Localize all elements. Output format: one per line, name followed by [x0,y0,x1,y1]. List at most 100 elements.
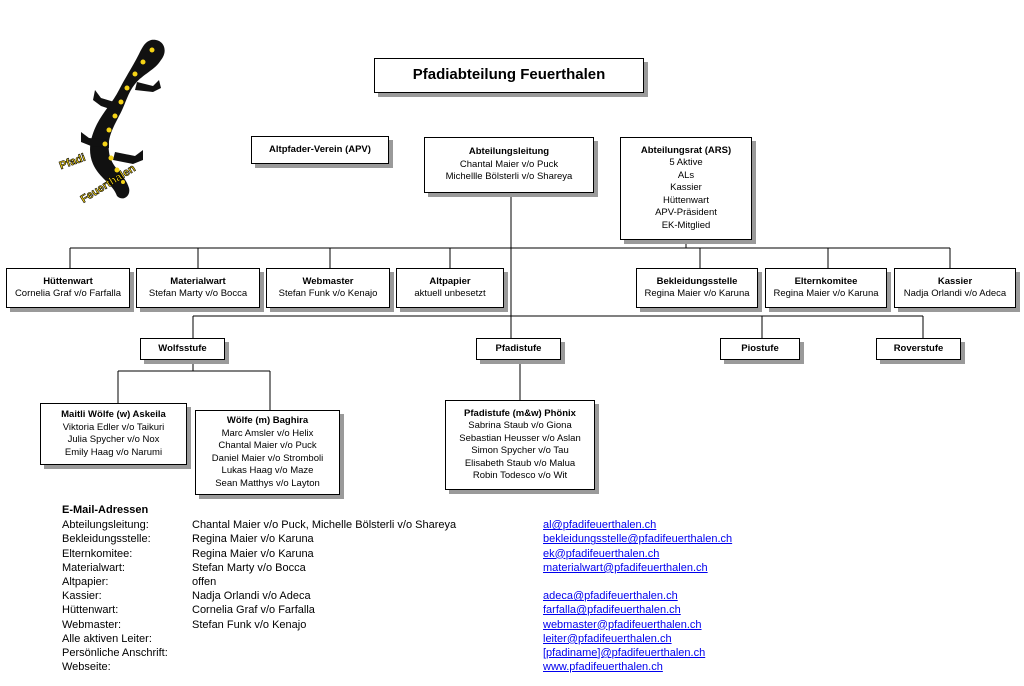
group-member: Daniel Maier v/o Stromboli [211,452,324,464]
email-link[interactable]: al@pfadifeuerthalen.ch [543,519,657,532]
group-member: Robin Todesco v/o Wit [472,470,568,481]
email-row-label: Webseite: [62,661,111,674]
role-webmaster-box: Webmaster Stefan Funk v/o Kenajo [266,268,390,308]
al-title: Abteilungsleitung [468,146,550,158]
group-member: Sabrina Staub v/o Giona [468,420,572,431]
email-row-label: Alle aktiven Leiter: [62,632,152,645]
email-row-person: Chantal Maier v/o Puck, Michelle Bölster… [192,519,457,532]
role-elternkomitee-box: Elternkomitee Regina Maier v/o Karuna [765,268,887,308]
page-title: Pfadiabteilung Feuerthalen [412,66,606,84]
group-member: Sean Matthys v/o Layton [215,477,320,489]
role-title: Hüttenwart [43,275,93,287]
group-member: Elisabeth Staub v/o Malua [464,457,576,469]
email-row: Elternkomitee: Regina Maier v/o Karuna ek@… [62,547,722,561]
ars-line: 5 Aktive [669,157,703,169]
group-member: Simon Spycher v/o Tau [471,445,569,456]
role-person: Regina Maier v/o Karuna [644,288,750,299]
email-row-label: Materialwart: [62,561,125,574]
role-person: Stefan Funk v/o Kenajo [278,288,378,299]
email-row-person: Regina Maier v/o Karuna [192,547,314,560]
email-row: Abteilungsleitung: Chantal Maier v/o Puck… [62,518,722,532]
email-row-label: Elternkomitee: [62,547,133,560]
email-link[interactable]: leiter@pfadifeuerthalen.ch [543,632,672,645]
al-line: Michellle Bölsterli v/o Shareya [445,171,573,183]
role-person: Cornelia Graf v/o Farfalla [14,288,122,299]
group-title: Pfadistufe (m&w) Phönix [464,407,576,419]
email-list: Abteilungsleitung: Chantal Maier v/o Puck… [62,518,732,674]
salamander-logo: Pfadi Feuerthalen [55,28,170,208]
ars-line: Hüttenwart [663,194,709,206]
ars-box: Abteilungsrat (ARS) 5 Aktive ALs Kassier… [620,137,752,240]
email-row: Altpapier:offen [62,575,722,589]
role-title: Bekleidungsstelle [656,275,738,287]
email-row-label: Webmaster: [62,618,122,631]
stufe-label: Wolfsstufe [158,342,207,354]
ars-line: Kassier [670,182,702,194]
ars-title: Abteilungsrat (ARS) [640,144,732,156]
email-row: Alle aktiven Leiter: leiter@pfadifeuertha… [62,632,722,646]
email-row-label: Bekleidungsstelle: [62,533,151,546]
group-pfadi-box: Pfadistufe (m&w) Phönix Sabrina Staub v/… [445,400,595,490]
email-row: Bekleidungsstelle: Regina Maier v/o Karun… [62,532,732,546]
stufe-pfadistufe-box: Pfadistufe [476,338,561,360]
email-row-person: Nadja Orlandi v/o Adeca [192,590,311,603]
email-row-label: Persönliche Anschrift: [62,646,168,659]
apv-title: Altpfader-Verein (APV) [269,143,371,155]
email-link[interactable]: materialwart@pfadifeuerthalen.ch [543,561,708,574]
role-title: Elternkomitee [794,275,858,287]
group-member: Chantal Maier v/o Puck [218,440,317,451]
email-heading: E-Mail-Adressen [62,504,149,516]
role-bekleidungsstelle-box: Bekleidungsstelle Regina Maier v/o Karun… [636,268,758,308]
email-row-person: Stefan Marty v/o Bocca [192,561,306,574]
al-line: Chantal Maier v/o Puck [459,158,559,170]
email-link[interactable]: [pfadiname]@pfadifeuerthalen.ch [543,646,706,659]
email-row: Kassier: Nadja Orlandi v/o Adeca adeca@pfa… [62,589,722,603]
email-row-person: Cornelia Graf v/o Farfalla [192,604,315,617]
role-person: Stefan Marty v/o Bocca [148,288,248,299]
email-section: E-Mail-Adressen Abteilungsleitung: Chanta… [62,503,732,674]
role-person: Regina Maier v/o Karuna [773,288,879,299]
email-row: Materialwart: Stefan Marty v/o Bocca mater… [62,561,722,575]
ars-line: APV-Präsident [655,207,717,219]
email-row: Webseite: www.pfadifeuerthalen.ch [62,660,722,674]
email-row: Hüttenwart: Cornelia Graf v/o Farfalla far… [62,603,722,617]
ars-line: EK-Mitglied [661,219,711,231]
email-link[interactable]: webmaster@pfadifeuerthalen.ch [543,618,702,631]
stufe-piostufe-box: Piostufe [720,338,800,360]
role-person: aktuell unbesetzt [414,288,486,299]
role-title: Webmaster [302,275,354,287]
role-title: Altpapier [429,275,471,287]
email-link[interactable]: www.pfadifeuerthalen.ch [543,661,663,674]
email-row-person: Stefan Funk v/o Kenajo [192,618,307,631]
email-row-label: Hüttenwart: [62,604,119,617]
email-row-label: Kassier: [62,590,102,603]
stufe-wolfsstufe-box: Wolfsstufe [140,338,225,360]
email-link[interactable]: farfalla@pfadifeuerthalen.ch [543,604,681,617]
stufe-label: Roverstufe [893,342,944,354]
email-row-person: Regina Maier v/o Karuna [192,533,314,546]
apv-box: Altpfader-Verein (APV) [251,136,389,164]
group-member: Emily Haag v/o Narumi [64,446,163,458]
group-member: Julia Spycher v/o Nox [67,434,160,445]
group-member: Viktoria Edler v/o Taikuri [62,421,165,433]
email-row: Webmaster: Stefan Funk v/o Kenajo webmaste… [62,618,722,632]
stufe-label: Pfadistufe [495,342,542,354]
abteilungsleitung-box: Abteilungsleitung Chantal Maier v/o Puck… [424,137,594,193]
group-member: Sebastian Heusser v/o Aslan [459,432,581,444]
email-link[interactable]: ek@pfadifeuerthalen.ch [543,547,660,560]
group-woelfe-box: Wölfe (m) Baghira Marc Amsler v/o Helix … [195,410,340,495]
role-materialwart-box: Materialwart Stefan Marty v/o Bocca [136,268,260,308]
group-title: Wölfe (m) Baghira [226,415,309,426]
group-title: Maitli Wölfe (w) Askeila [61,409,166,420]
role-title: Kassier [937,275,973,287]
email-row-person: offen [192,575,217,588]
email-row-label: Abteilungsleitung: [62,519,149,532]
stufe-label: Piostufe [741,342,779,354]
email-link[interactable]: adeca@pfadifeuerthalen.ch [543,590,678,603]
group-member: Marc Amsler v/o Helix [221,427,314,439]
role-person: Nadja Orlandi v/o Adeca [903,288,1007,299]
email-link[interactable]: bekleidungsstelle@pfadifeuerthalen.ch [543,533,733,546]
email-row: Persönliche Anschrift: [pfadiname]@pfadif… [62,646,722,660]
group-maitli-box: Maitli Wölfe (w) Askeila Viktoria Edler … [40,403,187,465]
